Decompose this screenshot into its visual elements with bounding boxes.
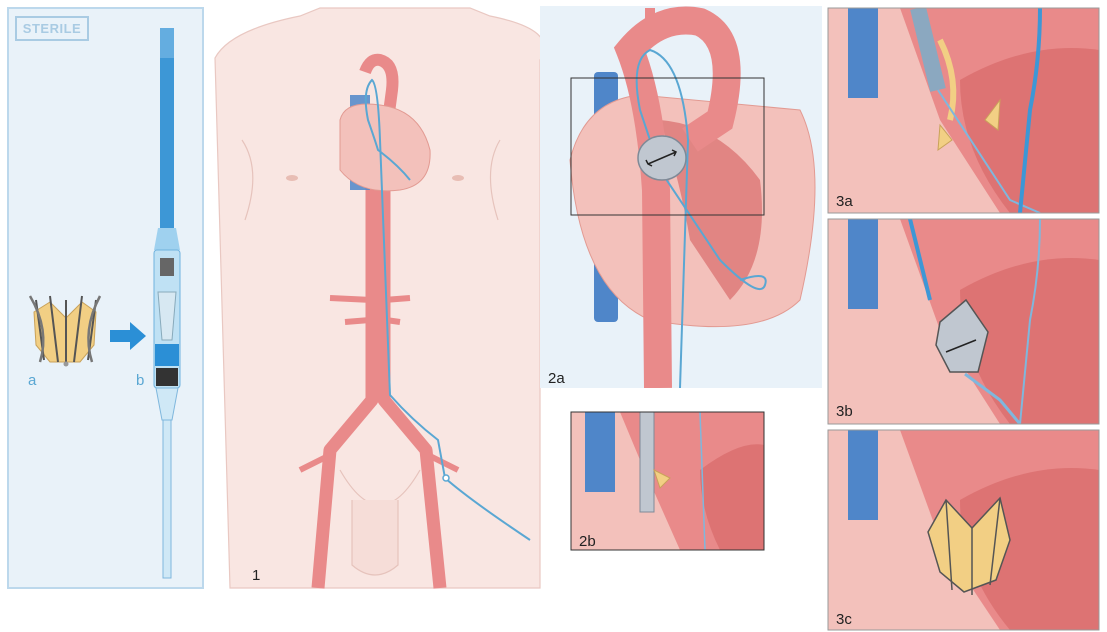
panel-2b xyxy=(571,412,764,550)
panel-3c-label: 3c xyxy=(836,611,852,628)
sterile-badge: STERILE xyxy=(23,21,81,36)
panel-1-label: 1 xyxy=(252,567,260,584)
label-a: a xyxy=(28,372,37,389)
panel-2a: 2a xyxy=(540,6,822,388)
panel-2a-label: 2a xyxy=(548,370,565,387)
panel-3a xyxy=(828,8,1099,213)
panel-2b-label: 2b xyxy=(579,533,596,550)
panel-3c xyxy=(828,430,1099,630)
label-b: b xyxy=(136,372,144,389)
panel-1-body: 1 xyxy=(215,8,544,588)
panel-3b-label: 3b xyxy=(836,403,853,420)
panel-3b xyxy=(828,219,1099,424)
sterile-panel: STERILE a b xyxy=(8,8,203,588)
panel-3a-label: 3a xyxy=(836,193,853,210)
